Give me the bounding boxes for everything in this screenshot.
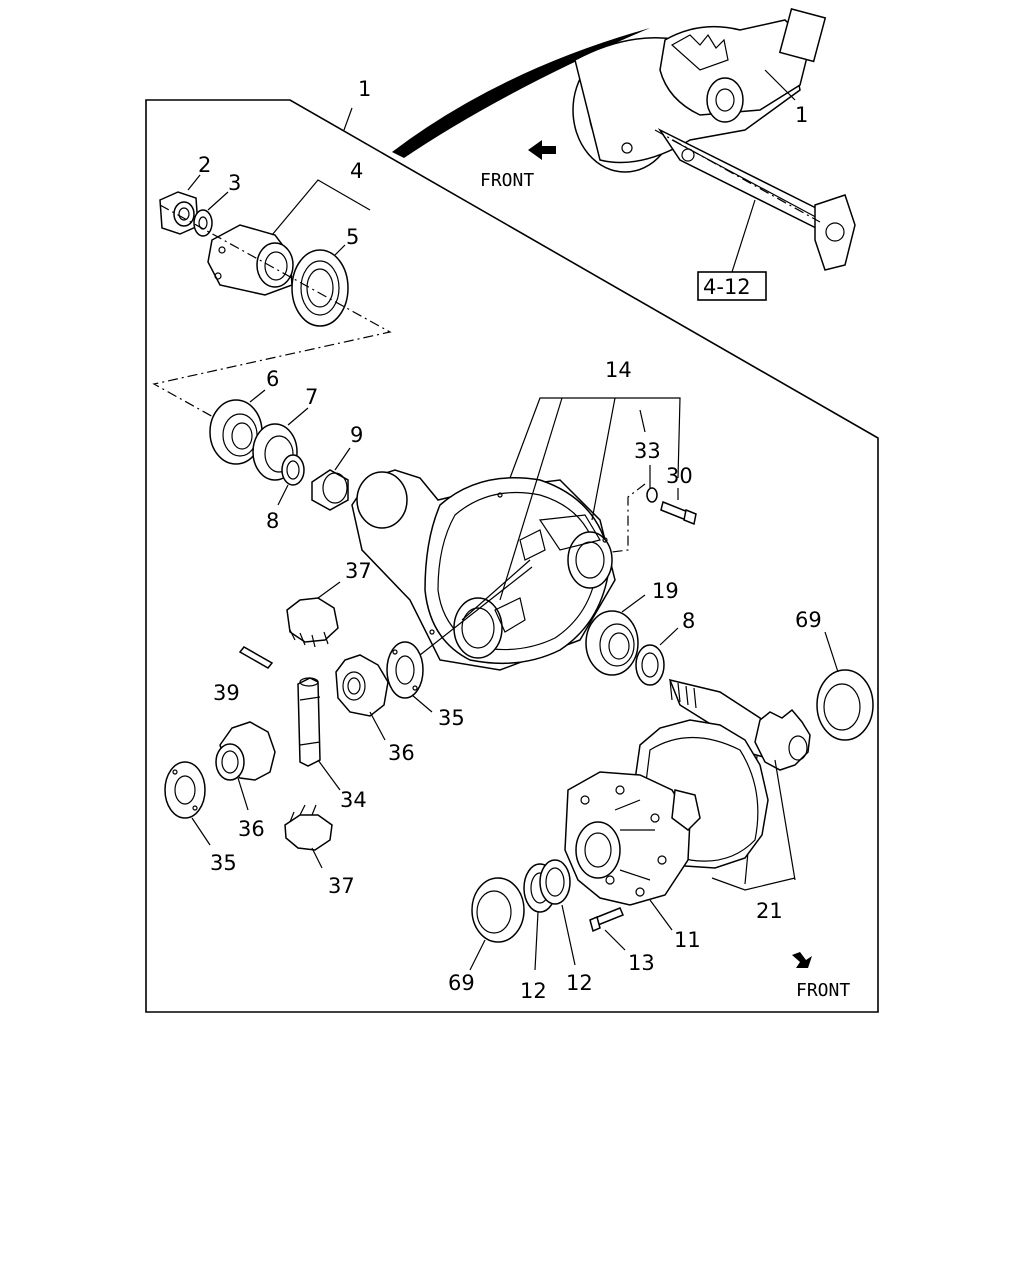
part-35-thrust-washer-bottom xyxy=(164,761,206,819)
callout-36-top: 36 xyxy=(388,741,415,765)
part-11-differential-case xyxy=(564,771,701,906)
callout-35-bottom: 35 xyxy=(210,851,237,875)
part-12-shims xyxy=(523,859,571,913)
part-30-bolt xyxy=(660,500,697,526)
front-label-top: FRONT xyxy=(480,170,534,191)
part-36-side-gear-top xyxy=(335,654,389,717)
axle-assembly-thumbnail xyxy=(572,7,856,271)
part-39-pin xyxy=(238,646,274,669)
part-69-bearing-right xyxy=(816,669,874,741)
callout-9: 9 xyxy=(350,423,363,447)
part-34-shaft xyxy=(297,677,321,767)
callout-5: 5 xyxy=(346,225,359,249)
callout-36-bottom: 36 xyxy=(238,817,265,841)
callout-12-a: 12 xyxy=(520,979,547,1003)
callout-6: 6 xyxy=(266,367,279,391)
callout-34: 34 xyxy=(340,788,367,812)
callout-3: 3 xyxy=(228,171,241,195)
callout-69-left: 69 xyxy=(448,971,475,995)
part-35-thrust-washer-top xyxy=(386,641,424,699)
callout-69-right: 69 xyxy=(795,608,822,632)
callout-8-left: 8 xyxy=(266,509,279,533)
assembly-leader-arc xyxy=(392,28,650,158)
callout-4: 4 xyxy=(350,159,363,183)
callout-2: 2 xyxy=(198,153,211,177)
callout-35-top: 35 xyxy=(438,706,465,730)
callout-14: 14 xyxy=(605,358,632,382)
part-69-bearing-left xyxy=(471,877,525,943)
callout-7: 7 xyxy=(305,385,318,409)
part-4-flange xyxy=(207,224,294,296)
part-36-side-gear-bottom xyxy=(215,721,276,781)
part-8-shim-left xyxy=(281,454,305,486)
part-2-nut xyxy=(159,191,199,235)
callout-8-right: 8 xyxy=(682,609,695,633)
diagram-frame xyxy=(145,99,879,1013)
callout-37-bottom: 37 xyxy=(328,874,355,898)
front-label-bottom: FRONT xyxy=(796,980,850,1001)
callout-33: 33 xyxy=(634,439,661,463)
reference-box-label: 4-12 xyxy=(703,275,751,299)
part-14-carrier-housing xyxy=(351,469,616,671)
callout-39: 39 xyxy=(213,681,240,705)
callout-11: 11 xyxy=(674,928,701,952)
part-5-seal xyxy=(291,249,349,327)
front-arrow-top-icon xyxy=(528,140,556,160)
callout-1-top: 1 xyxy=(795,103,808,127)
part-13-bolt xyxy=(589,907,624,933)
callout-12-b: 12 xyxy=(566,971,593,995)
callout-1-frame: 1 xyxy=(358,77,371,101)
part-19-bearing xyxy=(585,610,639,676)
part-9-spacer xyxy=(311,469,349,511)
part-21-drive-pinion xyxy=(668,678,811,771)
callout-19: 19 xyxy=(652,579,679,603)
part-33-washer xyxy=(646,487,658,503)
callout-37-top: 37 xyxy=(345,559,372,583)
part-37-pinion-gear-bottom xyxy=(284,804,333,851)
part-8-shim-right xyxy=(635,644,665,686)
reference-box xyxy=(697,271,767,301)
part-3-washer xyxy=(193,209,213,237)
callout-30: 30 xyxy=(666,464,693,488)
callout-21: 21 xyxy=(756,899,783,923)
part-37-pinion-gear-top xyxy=(286,597,339,648)
callout-13: 13 xyxy=(628,951,655,975)
front-arrow-bottom-icon xyxy=(792,952,812,968)
